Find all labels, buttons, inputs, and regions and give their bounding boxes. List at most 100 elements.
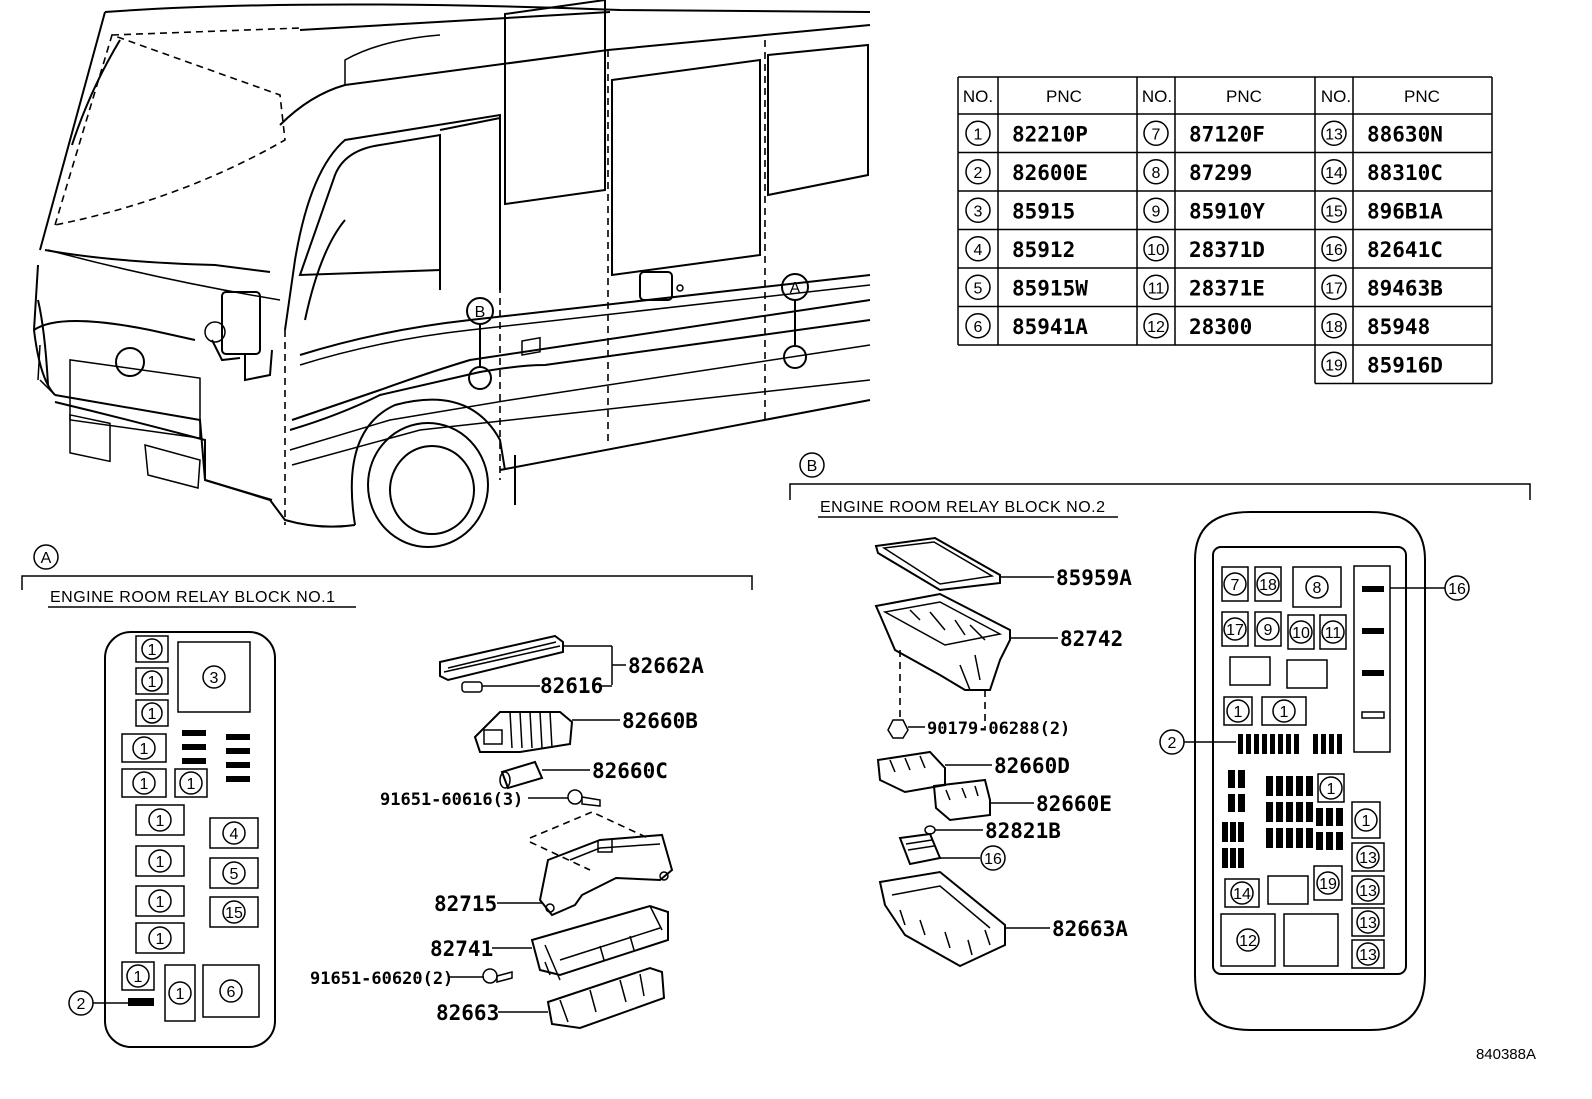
relay-slot-label: 13 [1359, 947, 1377, 964]
table-row: 11 28371E [1143, 274, 1265, 300]
part-82660D: 82660D [994, 754, 1070, 778]
row-number: 11 [1148, 280, 1165, 297]
row-pnc: 28371E [1189, 276, 1265, 300]
row-pnc: 87299 [1189, 161, 1252, 185]
part-91651-60620: 91651-60620(2) [310, 969, 453, 989]
table-row: 6 85941A [965, 313, 1088, 339]
relay-slot-s13-d: 13 [1351, 939, 1385, 969]
relay-slot-s11: 11 [1319, 614, 1347, 650]
row-pnc: 87120F [1189, 122, 1265, 146]
locator-b-label: B [475, 304, 486, 321]
row-pnc: 89463B [1367, 276, 1443, 300]
relay-slot-s1-f: 1 [174, 768, 208, 798]
relay-slot-label: 15 [225, 905, 243, 922]
section-a-title: ENGINE ROOM RELAY BLOCK NO.1 [50, 589, 335, 606]
part-82662A: 82662A [628, 654, 704, 678]
relay-slot-s1-k: 1 [121, 961, 155, 991]
row-pnc: 88630N [1367, 122, 1443, 146]
section-b-tag: B [807, 458, 818, 475]
row-number: 1 [974, 126, 983, 143]
table-header-pnc-2: PNC [1226, 87, 1262, 106]
relay-slot-label: 8 [1313, 580, 1322, 597]
relay-slot-label: 7 [1231, 577, 1240, 594]
row-number: 19 [1325, 357, 1343, 374]
relay-slot-label: 1 [148, 706, 157, 723]
row-number: 16 [1325, 242, 1343, 259]
table-row: 13 88630N [1321, 120, 1443, 146]
relay-slot-label: 1 [148, 674, 157, 691]
relay-block-1-callout-2: 2 [77, 996, 86, 1013]
row-pnc: 85915 [1012, 199, 1075, 223]
part-82663: 82663 [436, 1001, 499, 1025]
part-82660E: 82660E [1036, 792, 1112, 816]
table-row: 4 85912 [965, 236, 1075, 262]
relay-slot-s1-l: 1 [164, 964, 196, 1022]
relay-slot-s1-a: 1 [1223, 696, 1253, 726]
exploded-parts-b: 85959A 82742 90179-06288(2) 82660D 8 [874, 536, 1132, 968]
relay-slot-label: 6 [227, 984, 236, 1001]
row-pnc: 82641C [1367, 238, 1443, 262]
relay-slot-s18: 18 [1254, 566, 1282, 602]
table-row: 10 28371D [1143, 236, 1265, 262]
relay-slot-label: 1 [156, 854, 165, 871]
part-82821B: 82821B [985, 819, 1061, 843]
row-number: 6 [974, 319, 983, 336]
relay-slot-label: 10 [1292, 625, 1310, 642]
row-pnc: 82210P [1012, 122, 1088, 146]
relay-slot-label: 3 [210, 670, 219, 687]
relay-slot-label: 1 [148, 642, 157, 659]
relay-slot-s1-h: 1 [135, 845, 185, 877]
relay-slot-label: 1 [156, 894, 165, 911]
part-82663A: 82663A [1052, 917, 1128, 941]
vehicle-illustration: B A [32, 0, 871, 548]
relay-slot-s7: 7 [1221, 566, 1249, 602]
relay-slot-s17: 17 [1221, 611, 1249, 647]
relay-slot-label: 1 [140, 741, 149, 758]
relay-slot-label: 1 [1327, 781, 1336, 798]
row-number: 5 [974, 280, 983, 297]
row-pnc: 85916D [1367, 353, 1443, 377]
relay-slot-label: 18 [1259, 577, 1277, 594]
relay-slot-s12: 12 [1220, 913, 1276, 967]
table-row: 9 85910Y [1143, 197, 1265, 223]
relay-slot-label: 13 [1359, 883, 1377, 900]
relay-slot-label: 13 [1359, 915, 1377, 932]
part-82715: 82715 [434, 892, 497, 916]
section-b-title: ENGINE ROOM RELAY BLOCK NO.2 [820, 499, 1105, 516]
row-pnc: 28371D [1189, 238, 1265, 262]
relay-slot-label: 14 [1233, 886, 1251, 903]
relay-block-2-outline [1194, 511, 1426, 1031]
row-number: 12 [1147, 319, 1165, 336]
row-number: 10 [1147, 242, 1165, 259]
row-number: 9 [1152, 203, 1161, 220]
relay-slot-label: 17 [1226, 622, 1244, 639]
exploded-parts-a: 82662A 82616 82660B 82660C 91651-60616(3… [310, 634, 704, 1030]
row-number: 7 [1152, 126, 1161, 143]
relay-slot-label: 4 [230, 826, 239, 843]
row-pnc: 85910Y [1189, 199, 1265, 223]
row-pnc: 896B1A [1367, 199, 1443, 223]
relay-slot-s1-d: 1 [121, 733, 167, 763]
relay-slot-label: 1 [187, 776, 196, 793]
row-number: 13 [1325, 126, 1343, 143]
relay-slot-label: 1 [134, 969, 143, 986]
part-16-callout: 16 [984, 851, 1002, 868]
table-row: 19 85916D [1321, 351, 1443, 377]
relay-slot-s1-b: 1 [1261, 696, 1307, 726]
part-82660C: 82660C [592, 759, 668, 783]
relay-slot-label: 1 [140, 776, 149, 793]
figure-code: 840388A [1476, 1046, 1536, 1063]
relay-slot-s1-a: 1 [135, 635, 169, 663]
relay-slot-label: 1 [1234, 704, 1243, 721]
row-pnc: 85941A [1012, 315, 1088, 339]
relay-block-2-callout-16: 16 [1448, 581, 1466, 598]
row-number: 4 [974, 242, 983, 259]
row-number: 14 [1325, 165, 1343, 182]
relay-slot-s14: 14 [1224, 878, 1260, 908]
row-pnc: 85912 [1012, 238, 1075, 262]
row-pnc: 28300 [1189, 315, 1252, 339]
table-header-no-2: NO. [1142, 87, 1172, 106]
